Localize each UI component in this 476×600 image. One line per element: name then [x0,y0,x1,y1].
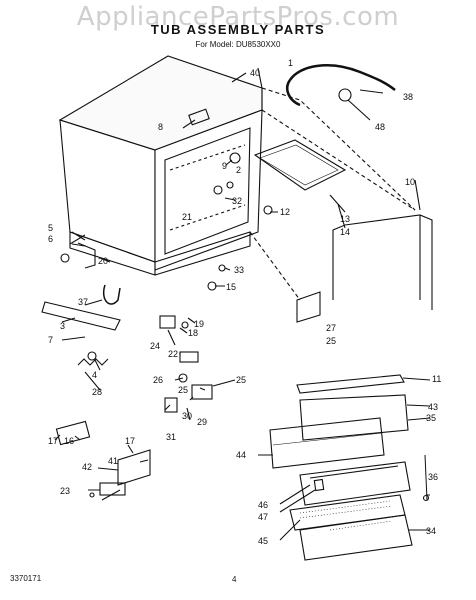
panel-34 [299,514,413,561]
part-26 [178,373,188,383]
switch-29 [191,384,213,400]
page-title: TUB ASSEMBLY PARTS [150,22,326,37]
bracket-27 [296,291,321,323]
callout-16: 16 [64,436,74,446]
part-42 [99,482,126,496]
panel-45 [289,494,406,531]
leveling-leg-4 [87,351,97,361]
callout-32: 32 [232,196,242,206]
callout-4: 4 [92,370,97,380]
part-12 [263,205,273,215]
heater-element-13 [253,139,347,191]
panel-11 [296,374,405,394]
callout-22: 22 [168,349,178,359]
callout-13: 13 [340,214,350,224]
callout-47: 47 [258,512,268,522]
callout-43: 43 [428,402,438,412]
callout-30: 30 [182,411,192,421]
callout-33: 33 [234,265,244,275]
callout-19: 19 [194,319,204,329]
callout-7: 7 [48,335,53,345]
callout-26: 26 [153,375,163,385]
callout-35: 35 [426,413,436,423]
part-2 [229,152,241,164]
frame-10 [332,214,433,310]
page-number: 4 [232,575,237,584]
callout-23: 23 [60,486,70,496]
watermark-text: AppliancePartsPros.com [76,2,400,32]
callout-31: 31 [166,432,176,442]
callout-10: 10 [405,177,415,187]
callout-44: 44 [236,450,246,460]
callout-42: 42 [82,462,92,472]
callout-8: 8 [158,122,163,132]
part-33 [218,264,226,272]
model-subtitle: For Model: DU8530XX0 [195,40,281,49]
drain-hose-37 [103,284,121,305]
callout-28: 28 [92,387,102,397]
part-15 [207,281,217,291]
inlet-hose [288,64,396,91]
callout-25a: 25 [178,385,188,395]
callout-24: 24 [150,341,160,351]
part-31 [164,397,178,413]
callout-20: 20 [98,256,108,266]
panel-35 [299,461,411,506]
mounting-bracket [41,301,121,331]
panel-46 [309,465,399,479]
callout-21: 21 [182,212,192,222]
float-switch-24 [159,315,176,329]
callout-40: 40 [250,68,260,78]
callout-48: 48 [375,122,385,132]
callout-9: 9 [222,161,227,171]
callout-37: 37 [78,297,88,307]
callout-38: 38 [403,92,413,102]
callout-2: 2 [236,165,241,175]
part-18 [181,321,189,329]
callout-17a: 17 [48,436,58,446]
callout-12: 12 [280,207,290,217]
callout-11: 11 [432,374,441,384]
callout-41: 41 [108,456,118,466]
callout-25c: 25 [326,336,336,346]
tub-opening [164,127,251,255]
tub-front-frame [154,109,263,271]
fitting-48 [338,88,352,102]
callout-27: 27 [326,323,336,333]
panel-43 [299,394,409,441]
panel-44 [269,417,385,469]
spring-28 [77,358,109,366]
screw-6 [60,253,70,263]
callout-34: 34 [426,526,436,536]
callout-15: 15 [226,282,236,292]
callout-29: 29 [197,417,207,427]
callout-6: 6 [48,234,53,244]
callout-36: 36 [428,472,438,482]
callout-3: 3 [60,321,65,331]
callout-46: 46 [258,500,268,510]
switch-47 [313,478,325,492]
callout-18: 18 [188,328,198,338]
document-number: 3370171 [10,574,42,583]
callout-17b: 17 [125,436,135,446]
callout-1: 1 [288,58,293,68]
callout-5: 5 [48,223,53,233]
bracket-41 [117,449,151,486]
screw-36 [422,494,430,502]
part-9 [226,181,234,189]
callout-labels: 1 2 3 4 5 6 7 8 9 10 11 12 13 14 15 16 1… [48,58,441,546]
callout-45: 45 [258,536,268,546]
valve-bracket-22 [179,351,199,363]
part-32 [213,185,223,195]
vent-part [188,108,210,126]
callout-14: 14 [340,227,350,237]
callout-25b: 25 [236,375,246,385]
